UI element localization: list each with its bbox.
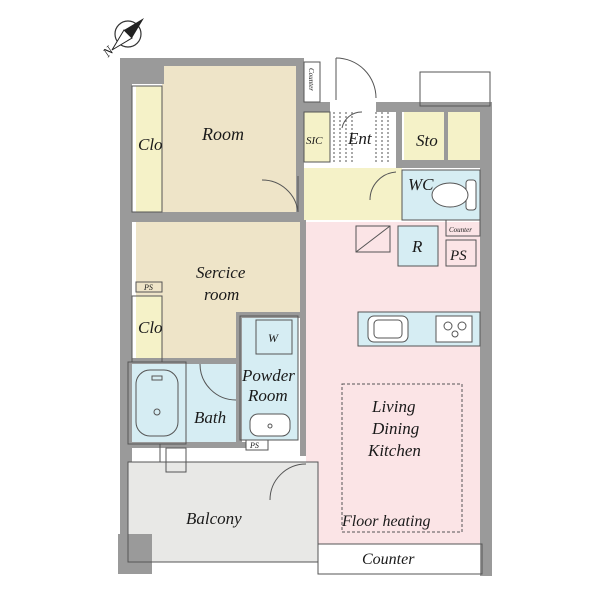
w-label: W xyxy=(268,331,279,345)
clo-top-label: Clo xyxy=(138,135,163,154)
balcony-fill xyxy=(128,462,318,562)
sto-label: Sto xyxy=(416,131,438,150)
room-fill xyxy=(162,66,300,212)
service-room-label-line1: Sercice xyxy=(196,263,246,282)
service-room-fill xyxy=(136,222,300,316)
ldk-label-line3: Kitchen xyxy=(367,441,421,460)
r-fill xyxy=(398,226,438,266)
bathtub-drain-icon xyxy=(153,408,161,416)
bath-fill xyxy=(130,362,236,444)
room-label: Room xyxy=(201,124,244,144)
ent-label: Ent xyxy=(347,129,373,148)
washbasin-icon xyxy=(249,413,291,437)
kitchen-sink-icon xyxy=(367,315,409,343)
entrance-steps xyxy=(333,112,389,162)
compass-needle-light-icon xyxy=(111,29,133,51)
counter-wc-label: Counter xyxy=(449,226,472,234)
ldk-label-line1: Living xyxy=(371,397,415,416)
compass-label: N xyxy=(99,42,117,60)
service-room-label-line2: room xyxy=(204,285,239,304)
compass-needle-icon xyxy=(124,18,144,38)
balcony-label: Balcony xyxy=(186,509,242,528)
clo-bottom-label: Clo xyxy=(138,318,163,337)
counter-top-label: Counter xyxy=(307,68,315,91)
bath-window-icon xyxy=(151,375,163,381)
toilet-icon xyxy=(431,179,477,211)
ldk-label-line2: Dining xyxy=(371,419,419,438)
stove-icon xyxy=(435,315,473,343)
ps-right-label: PS xyxy=(449,248,467,264)
bath-label: Bath xyxy=(194,408,226,427)
clo-top-fill xyxy=(136,86,162,212)
powder-room-label-line1: Powder xyxy=(241,366,295,385)
ps-left-label: PS xyxy=(143,283,153,292)
ldk-fill xyxy=(306,222,482,544)
clo-bottom-fill xyxy=(136,296,162,362)
doors xyxy=(159,57,397,501)
sic-fill xyxy=(304,112,330,162)
powder-room-label-line2: Room xyxy=(247,386,288,405)
sic-label: SIC xyxy=(306,135,323,147)
counter-bottom-fill xyxy=(318,544,482,574)
floor-heating-label: Floor heating xyxy=(341,513,430,530)
service-room-fill-lower xyxy=(162,316,238,362)
wc-label: WC xyxy=(408,175,434,194)
sto-fill xyxy=(404,112,480,162)
ps-bottom-label: PS xyxy=(249,441,259,450)
counter-bottom-label: Counter xyxy=(362,551,415,568)
compass: N xyxy=(99,18,144,60)
interior-lines xyxy=(127,61,491,575)
r-label: R xyxy=(411,237,423,256)
hall-fill xyxy=(304,168,402,220)
walls xyxy=(118,58,492,576)
